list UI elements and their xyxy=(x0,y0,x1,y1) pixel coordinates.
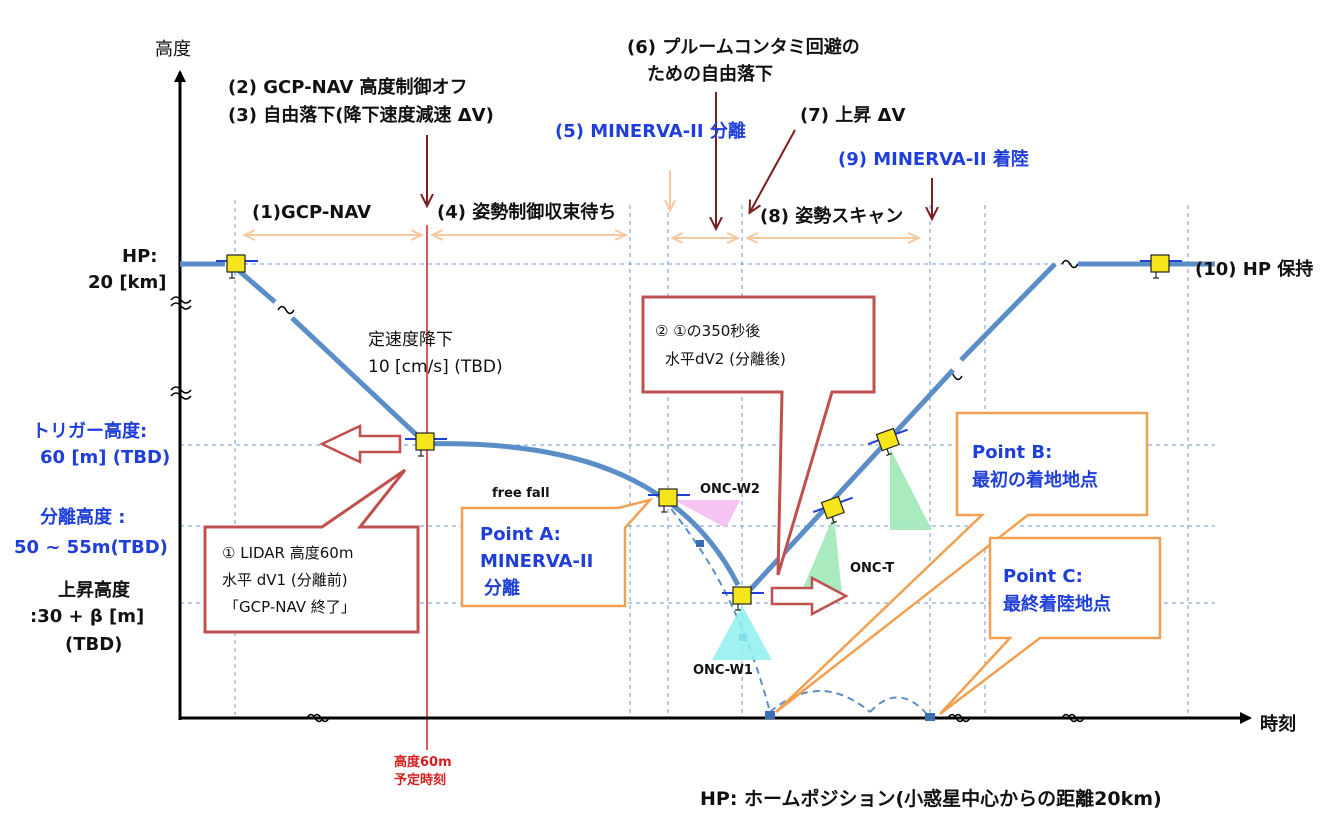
lidar-callout-line3: 「GCP-NAV 終了」 xyxy=(224,598,356,616)
constant-descent-label: 定速度降下 xyxy=(368,330,453,350)
step-4-label: (4) 姿勢制御収束待ち xyxy=(437,201,616,223)
step-9-label: (9) MINERVA-II 着陸 xyxy=(838,148,1029,170)
step-5-label: (5) MINERVA-II 分離 xyxy=(555,120,746,142)
marker-label-line2: 予定時刻 xyxy=(394,772,446,788)
event-arrows xyxy=(427,92,932,228)
dv2-callout-box xyxy=(641,295,876,576)
separation-altitude-label: 分離高度 : xyxy=(40,506,125,528)
dv2-direction-arrow xyxy=(770,575,849,617)
pointC-callout-box xyxy=(939,536,1162,715)
pointC-callout-line2: 最終着陸地点 xyxy=(1003,593,1111,615)
lidar-callout-box xyxy=(203,468,420,634)
pointC-callout-line1: Point C: xyxy=(1003,566,1083,587)
dv2-callout-line1: ② ①の350秒後 xyxy=(655,322,760,340)
ascent-altitude-label: 上昇高度 xyxy=(58,579,131,601)
pointB-callout-box xyxy=(775,411,1149,713)
ballistic-paths xyxy=(663,499,931,719)
step-7-label: (7) 上昇 ΔV xyxy=(800,105,905,126)
onc-t-fov xyxy=(800,515,842,595)
footer-note: HP: ホームポジション(小惑星中心からの距離20km) xyxy=(700,787,1162,810)
step-3-label: (3) 自由落下(降下速度減速 ΔV) xyxy=(228,104,494,126)
pointA-callout-box xyxy=(460,497,654,608)
step-1-label: (1)GCP-NAV xyxy=(252,202,371,223)
span-arrows xyxy=(245,170,918,238)
step-8-label: (8) 姿勢スキャン xyxy=(760,205,903,227)
onc-w2-label: ONC-W2 xyxy=(700,482,760,497)
onc-t-label: ONC-T xyxy=(850,561,894,576)
pointB-callout-line1: Point B: xyxy=(972,442,1052,463)
constant-descent-rate: 10 [cm/s] (TBD) xyxy=(368,357,503,377)
hp-label: HP: xyxy=(122,246,157,267)
trigger-altitude-label: トリガー高度: xyxy=(32,420,147,442)
dv2-callout-line2: 水平dV2 (分離後) xyxy=(665,350,786,368)
pointA-callout-line2: MINERVA-II xyxy=(480,551,593,572)
step-6-label-line2: ための自由落下 xyxy=(647,63,773,85)
spacecraft-ascent-1 xyxy=(810,491,860,529)
dv1-direction-arrow xyxy=(319,424,402,464)
pointA-callout-line1: Point A: xyxy=(480,524,561,545)
onc-w1-fov xyxy=(712,605,772,660)
step-10-label: (10) HP 保持 xyxy=(1195,258,1313,280)
marker-label-line1: 高度60m xyxy=(394,754,452,770)
lidar-callout-line1: ① LIDAR 高度60m xyxy=(222,544,353,562)
onc-w2-fov xyxy=(674,500,740,528)
ascent-altitude-value: :30 + β [m] xyxy=(30,606,144,627)
ascent-altitude-tbd: (TBD) xyxy=(65,634,122,655)
pointA-callout-line3: 分離 xyxy=(484,577,520,599)
trigger-altitude-value: 60 [m] (TBD) xyxy=(40,447,170,468)
trajectory xyxy=(180,261,1215,594)
y-axis-label: 高度 xyxy=(155,39,191,60)
separation-altitude-value: 50 ~ 55m(TBD) xyxy=(14,537,168,558)
x-axis-label: 時刻 xyxy=(1260,713,1296,735)
free-fall-label: free fall xyxy=(492,486,550,501)
hp-value: 20 [km] xyxy=(88,272,167,293)
onc-w1-label: ONC-W1 xyxy=(693,663,753,678)
step-2-label: (2) GCP-NAV 高度制御オフ xyxy=(228,76,468,98)
step-6-label-line1: (6) プルームコンタミ回避の xyxy=(627,36,860,58)
lidar-callout-line2: 水平 dV1 (分離前) xyxy=(222,571,348,589)
spacecraft-lowest xyxy=(721,586,765,611)
pointB-callout-line2: 最初の着地地点 xyxy=(972,469,1098,491)
onc-t-fov-upper xyxy=(890,448,932,530)
